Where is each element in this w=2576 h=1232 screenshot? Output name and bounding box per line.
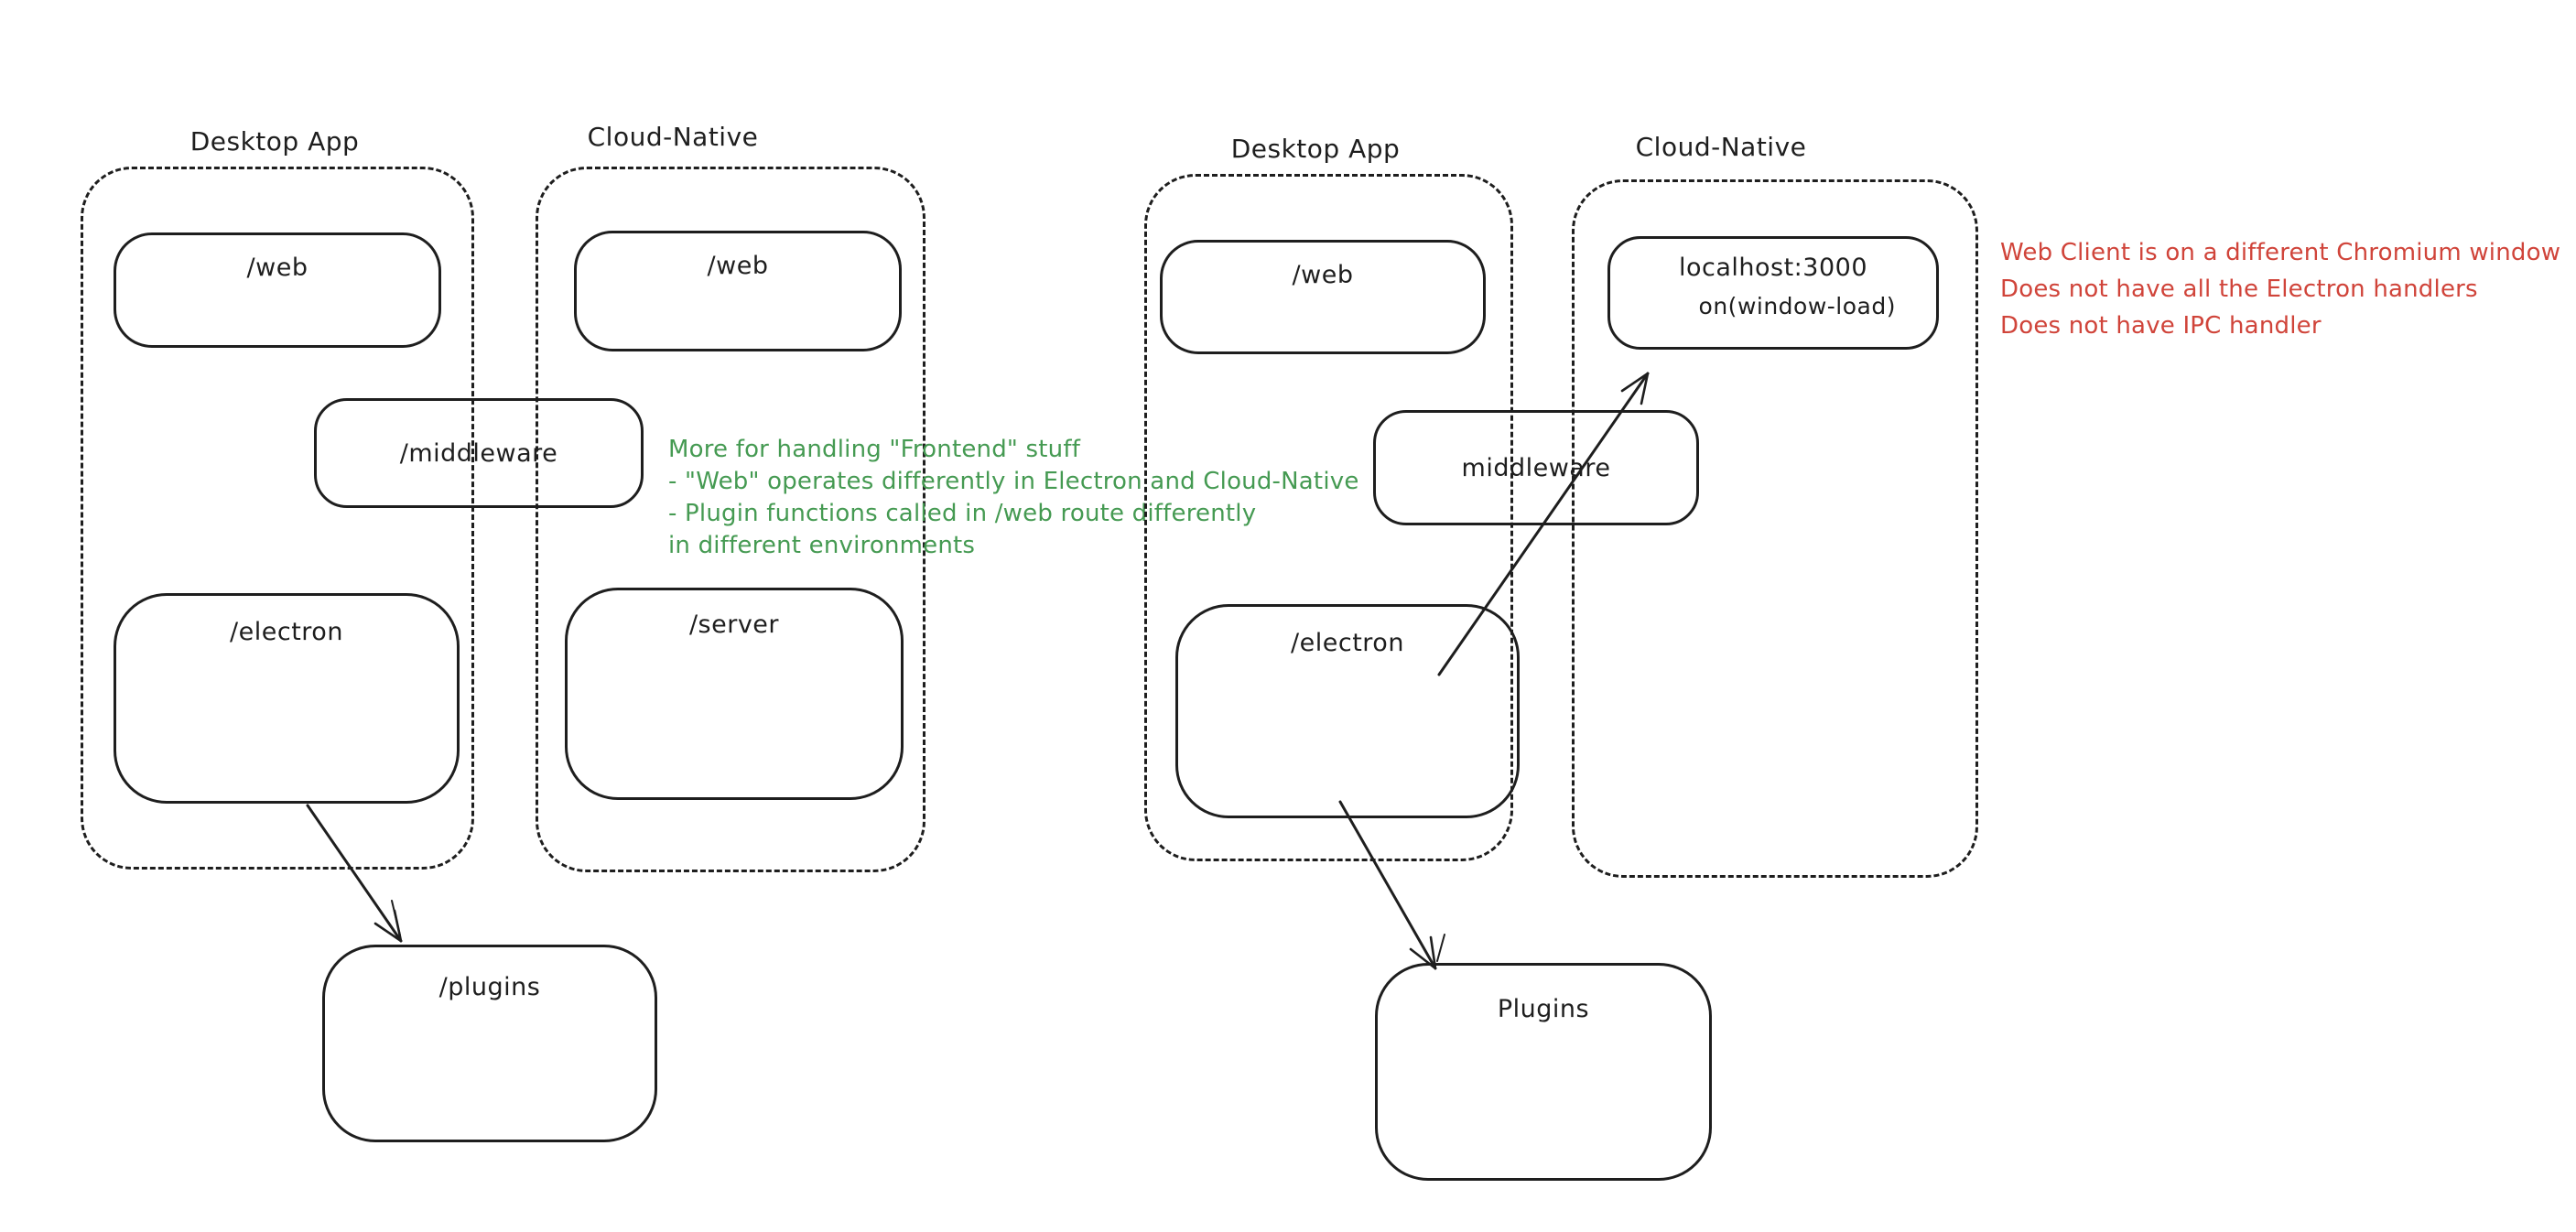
red-note-line: Web Client is on a different Chromium wi… (2000, 239, 2561, 266)
left-web-cloud-label: /web (707, 252, 769, 280)
left-cloud-title: Cloud-Native (587, 122, 759, 152)
left-server-label: /server (688, 611, 780, 639)
left-plugins-box: /plugins (322, 945, 657, 1142)
left-web-cloud-box: /web (574, 231, 902, 351)
left-electron-box: /electron (114, 593, 460, 804)
left-web-desktop-label: /web (246, 254, 308, 282)
right-plugins-label: Plugins (1497, 995, 1590, 1023)
right-web-desktop-box: /web (1160, 240, 1486, 354)
left-web-desktop-box: /web (114, 232, 441, 348)
right-electron-label: /electron (1291, 629, 1404, 657)
right-electron-box: /electron (1175, 604, 1520, 818)
right-plugins-box: Plugins (1375, 963, 1712, 1181)
green-note-line: - "Web" operates differently in Electron… (668, 468, 1359, 495)
left-desktop-container (81, 167, 474, 870)
red-note-line: Does not have all the Electron handlers (2000, 276, 2478, 303)
green-note-line: - Plugin functions called in /web route … (668, 500, 1257, 527)
green-note-line: in different environments (668, 532, 976, 559)
left-middleware-box: /middleware (314, 398, 644, 508)
left-cloud-container (536, 167, 925, 872)
left-electron-label: /electron (230, 618, 343, 646)
left-middleware-label: /middleware (399, 438, 558, 468)
right-cloud-title: Cloud-Native (1635, 132, 1807, 162)
right-middleware-box: middleware (1373, 410, 1699, 525)
red-note: Web Client is on a different Chromium wi… (2000, 234, 2560, 344)
right-on-window-load-label: on(window-load) (1698, 293, 1896, 319)
left-plugins-label: /plugins (438, 973, 541, 1001)
red-note-line: Does not have IPC handler (2000, 312, 2322, 340)
left-desktop-title: Desktop App (189, 126, 360, 157)
left-server-box: /server (565, 588, 904, 800)
right-web-desktop-label: /web (1292, 261, 1354, 289)
right-localhost-label: localhost:3000 (1678, 254, 1867, 282)
green-note-line: More for handling "Frontend" stuff (668, 436, 1081, 463)
right-localhost-box: localhost:3000 on(window-load) (1607, 236, 1939, 350)
right-desktop-title: Desktop App (1230, 134, 1401, 164)
right-middleware-label: middleware (1461, 453, 1611, 482)
green-note: More for handling "Frontend" stuff - "We… (668, 434, 1359, 562)
